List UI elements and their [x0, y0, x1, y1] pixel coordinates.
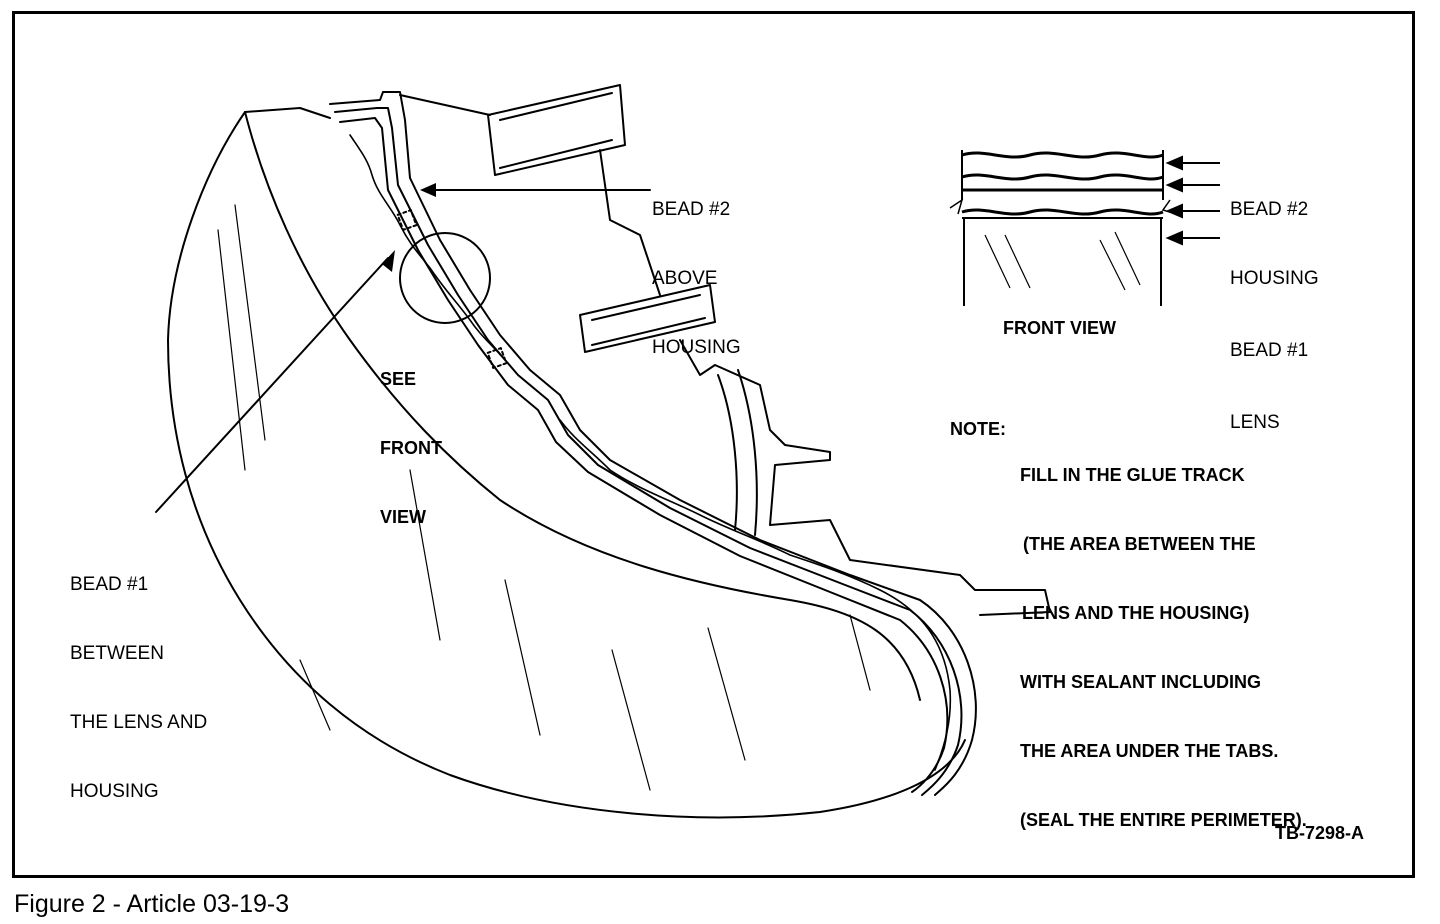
- glue-track-wavy: [349, 134, 952, 771]
- layer-label-housing: HOUSING: [1230, 268, 1319, 289]
- front-view-title: FRONT VIEW: [1003, 318, 1116, 338]
- layer-label-bead2: BEAD #2: [1230, 199, 1309, 220]
- middle-tab: [579, 284, 716, 353]
- front-view-layer-labels: BEAD #2 HOUSING BEAD #1 LENS: [1230, 152, 1319, 457]
- lens-inner-edge: [244, 111, 921, 701]
- note-line-3: LENS AND THE HOUSING): [1022, 603, 1250, 623]
- bead2-arrowhead: [420, 183, 436, 197]
- housing-rib: [717, 369, 758, 536]
- note-line-2: (THE AREA BETWEEN THE: [1023, 534, 1256, 554]
- bead1-callout: BEAD #1 BETWEEN THE LENS AND HOUSING: [70, 527, 207, 826]
- see-front-view-circle: [399, 232, 491, 324]
- lens-outline: [167, 111, 966, 819]
- bead2-line-2: ABOVE: [652, 268, 718, 289]
- figure-frame: [12, 11, 1415, 878]
- bead2-line-1: BEAD #2: [652, 199, 731, 220]
- bead1-leader: [155, 257, 389, 513]
- bead1-line-3: THE LENS AND: [70, 712, 208, 733]
- glue-track-inner: [339, 117, 949, 793]
- upper-tab: [487, 84, 626, 176]
- bead1-arrowhead: [382, 250, 395, 272]
- bead2-callout: BEAD #2 ABOVE HOUSING: [652, 152, 741, 382]
- see-front-view-line-2: FRONT: [380, 438, 442, 458]
- clip-marker: [396, 209, 418, 231]
- housing-outline: [244, 94, 1051, 616]
- part-number: TB-7298-A: [1275, 823, 1365, 843]
- see-front-view-line-3: VIEW: [380, 507, 427, 527]
- glue-track-outer: [329, 91, 977, 796]
- note-line-6: (SEAL THE ENTIRE PERIMETER).: [1020, 810, 1307, 830]
- bead1-line-4: HOUSING: [70, 781, 159, 802]
- bead1-line-2: BETWEEN: [70, 643, 164, 664]
- note-prefix: NOTE:: [950, 419, 1006, 439]
- front-view-section: [949, 150, 1177, 306]
- front-view-arrows: [1165, 155, 1220, 246]
- note-line-1: FILL IN THE GLUE TRACK: [1020, 465, 1245, 485]
- glue-track-mid: [334, 107, 963, 796]
- bead2-line-3: HOUSING: [652, 337, 741, 358]
- note-line-4: WITH SEALANT INCLUDING: [1020, 672, 1261, 692]
- lens-reflection: [217, 204, 871, 791]
- layer-label-lens: LENS: [1230, 412, 1280, 433]
- bead1-line-1: BEAD #1: [70, 574, 149, 595]
- see-front-view-line-1: SEE: [380, 369, 417, 389]
- note-body: FILL IN THE GLUE TRACK (THE AREA BETWEEN…: [1020, 418, 1307, 855]
- clip-marker: [486, 347, 508, 369]
- figure-caption: Figure 2 - Article 03-19-3: [14, 890, 290, 918]
- see-front-view-callout: SEE FRONT VIEW: [380, 322, 442, 552]
- note-line-5: THE AREA UNDER THE TABS.: [1020, 741, 1279, 761]
- layer-label-bead1: BEAD #1: [1230, 340, 1309, 361]
